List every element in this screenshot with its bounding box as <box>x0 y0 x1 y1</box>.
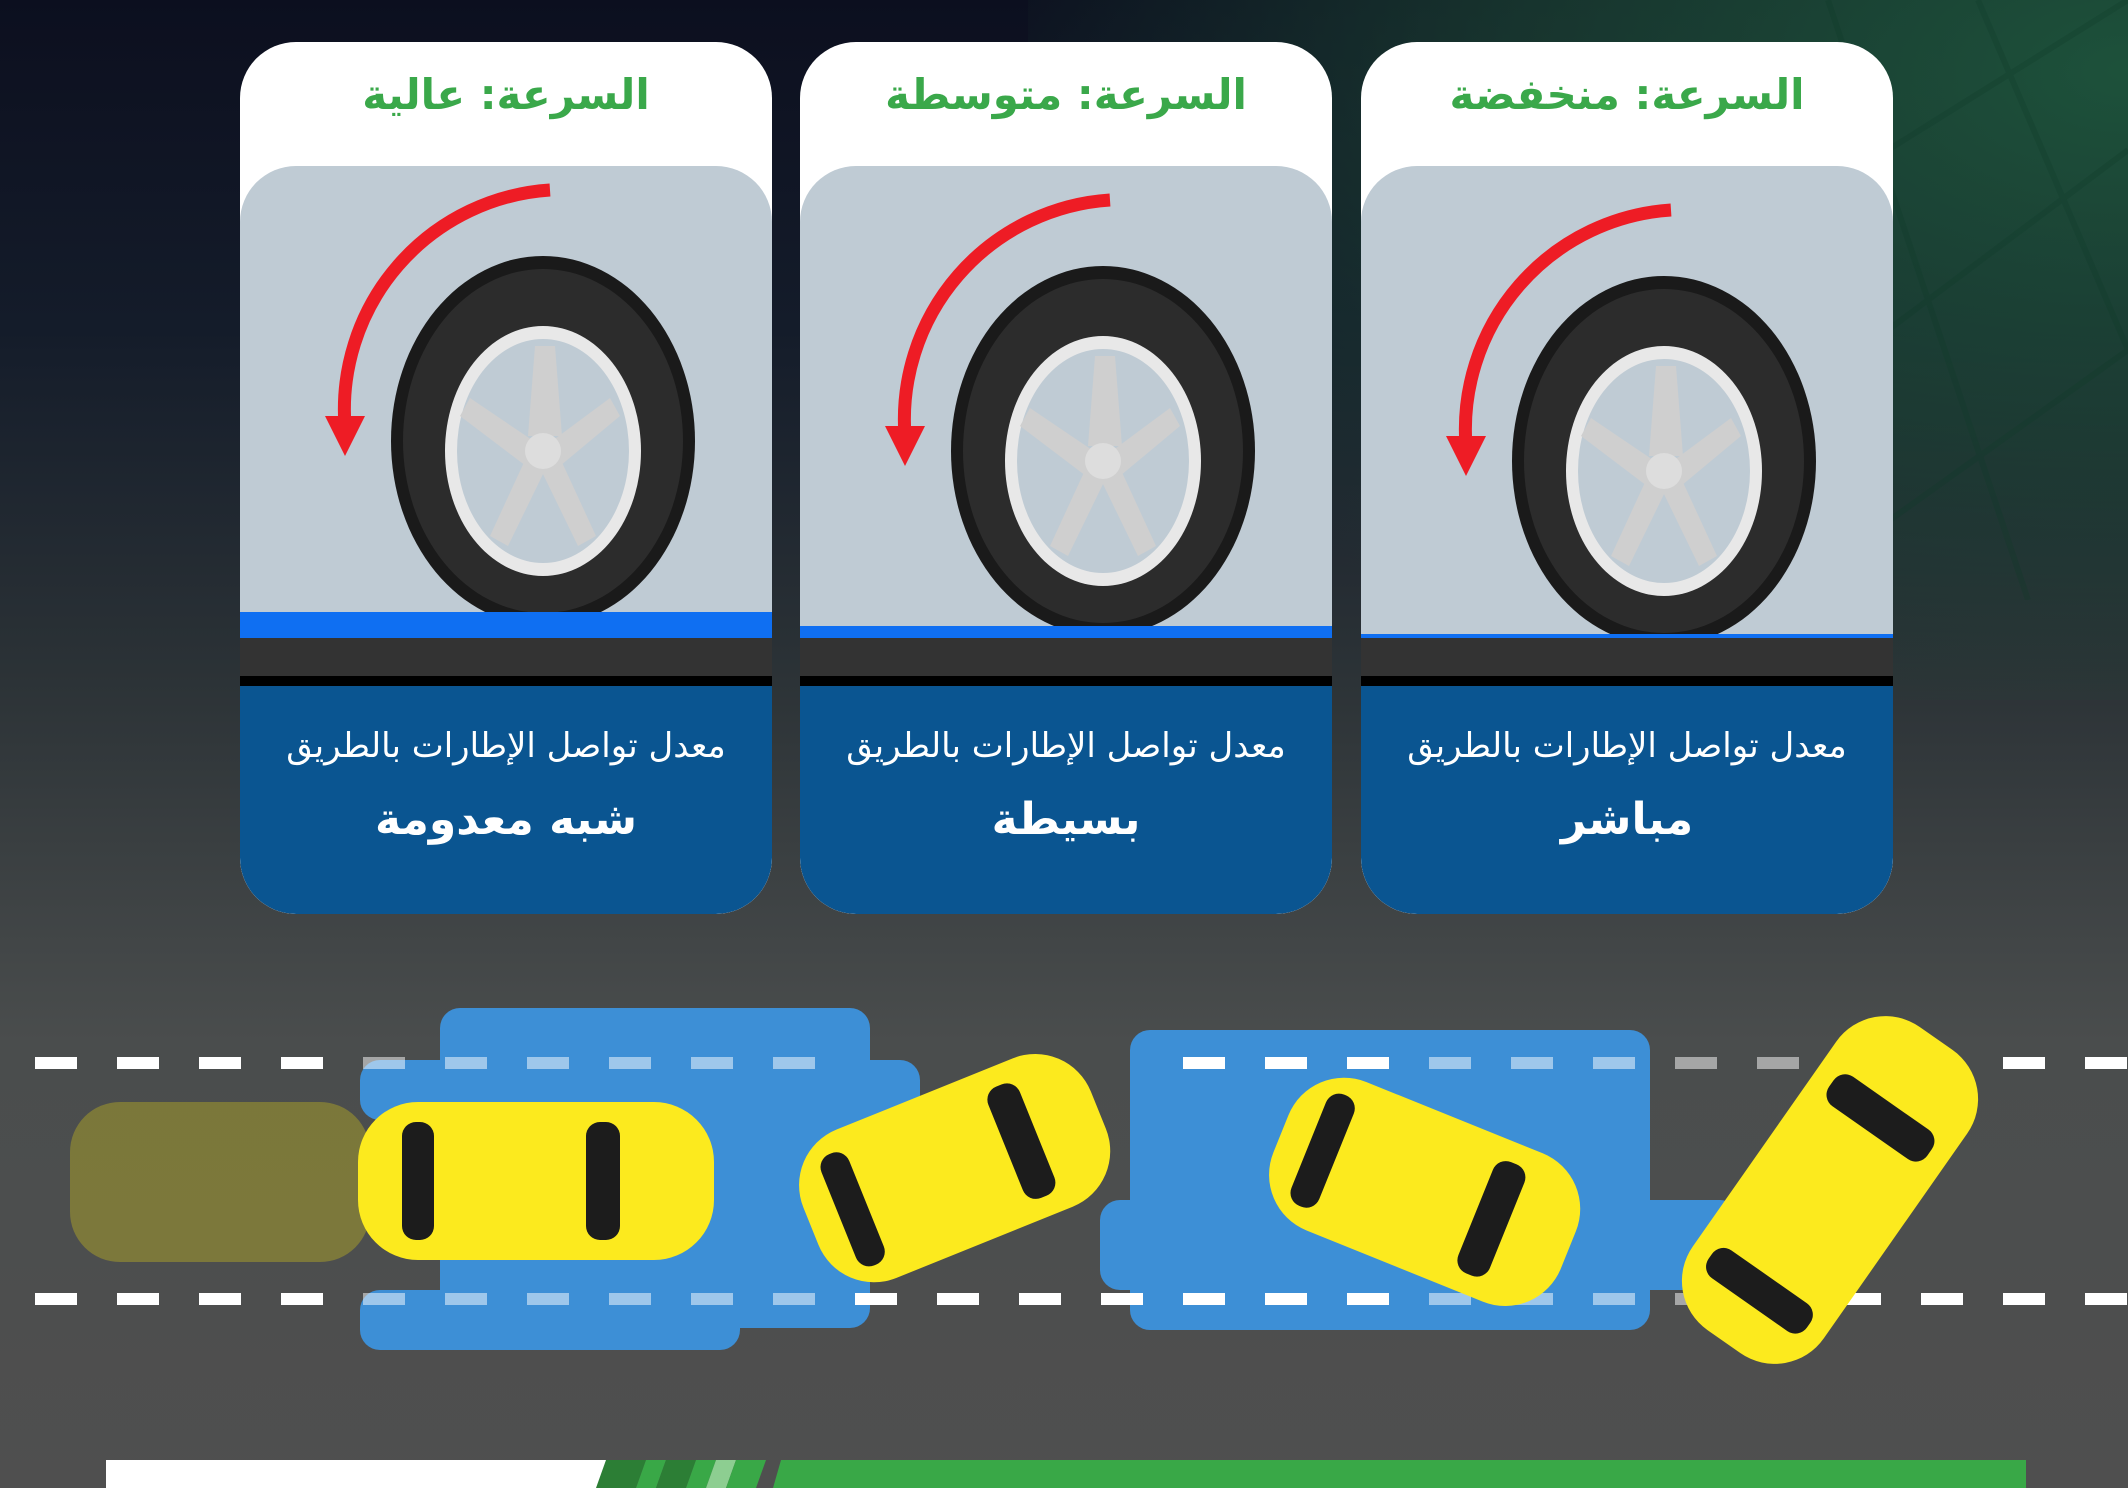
road-edge <box>1361 676 1893 686</box>
card-title: السرعة: منخفضة <box>1449 70 1805 119</box>
card-medium-speed: السرعة: متوسطة معدل تواصل الإطارات بالطر… <box>800 42 1332 914</box>
water-layer <box>240 612 772 642</box>
road-edge <box>240 676 772 686</box>
tire-icon <box>885 193 1255 636</box>
tire-icon <box>325 183 695 626</box>
rotation-arrow-icon <box>885 426 925 466</box>
lane-markings <box>35 1057 2127 1305</box>
tire-scene <box>800 166 1332 686</box>
car-1-icon <box>358 1102 714 1260</box>
car-2-icon <box>799 1053 1111 1283</box>
card-title: السرعة: عالية <box>362 70 650 119</box>
card-low-speed: السرعة: منخفضة معدل تواصل الإطارات بالطر… <box>1361 42 1893 914</box>
car-motion-blur <box>70 1102 370 1262</box>
road-surface <box>1361 638 1893 678</box>
banner-stripes <box>596 1460 806 1488</box>
car-3-icon <box>1269 1077 1581 1307</box>
road-edge <box>800 676 1332 686</box>
hydroplaning-illustration <box>35 1008 2127 1364</box>
contact-info: معدل تواصل الإطارات بالطريق مباشر <box>1361 686 1893 914</box>
rotation-arrow-icon <box>325 416 365 456</box>
road-surface <box>240 638 772 678</box>
tire-scene <box>240 166 772 686</box>
contact-info: معدل تواصل الإطارات بالطريق بسيطة <box>800 686 1332 914</box>
contact-value: شبه معدومة <box>374 794 637 845</box>
card-title: السرعة: متوسطة <box>885 70 1247 119</box>
contact-value: مباشر <box>1560 794 1694 845</box>
road-surface <box>800 638 1332 678</box>
contact-label: معدل تواصل الإطارات بالطريق <box>1407 726 1847 766</box>
contact-label: معدل تواصل الإطارات بالطريق <box>846 726 1286 766</box>
contact-info: معدل تواصل الإطارات بالطريق شبه معدومة <box>240 686 772 914</box>
tire-icon <box>1446 203 1816 646</box>
tire-scene <box>1361 166 1893 686</box>
contact-value: بسيطة <box>991 794 1141 845</box>
footer-banner <box>106 1460 2026 1488</box>
contact-label: معدل تواصل الإطارات بالطريق <box>286 726 726 766</box>
card-high-speed: السرعة: عالية معدل تواصل الإطارات بالطري… <box>240 42 772 914</box>
car-4-icon <box>1681 1016 1979 1364</box>
banner-green-section <box>796 1460 2026 1488</box>
rotation-arrow-icon <box>1446 436 1486 476</box>
banner-white-section <box>106 1460 606 1488</box>
